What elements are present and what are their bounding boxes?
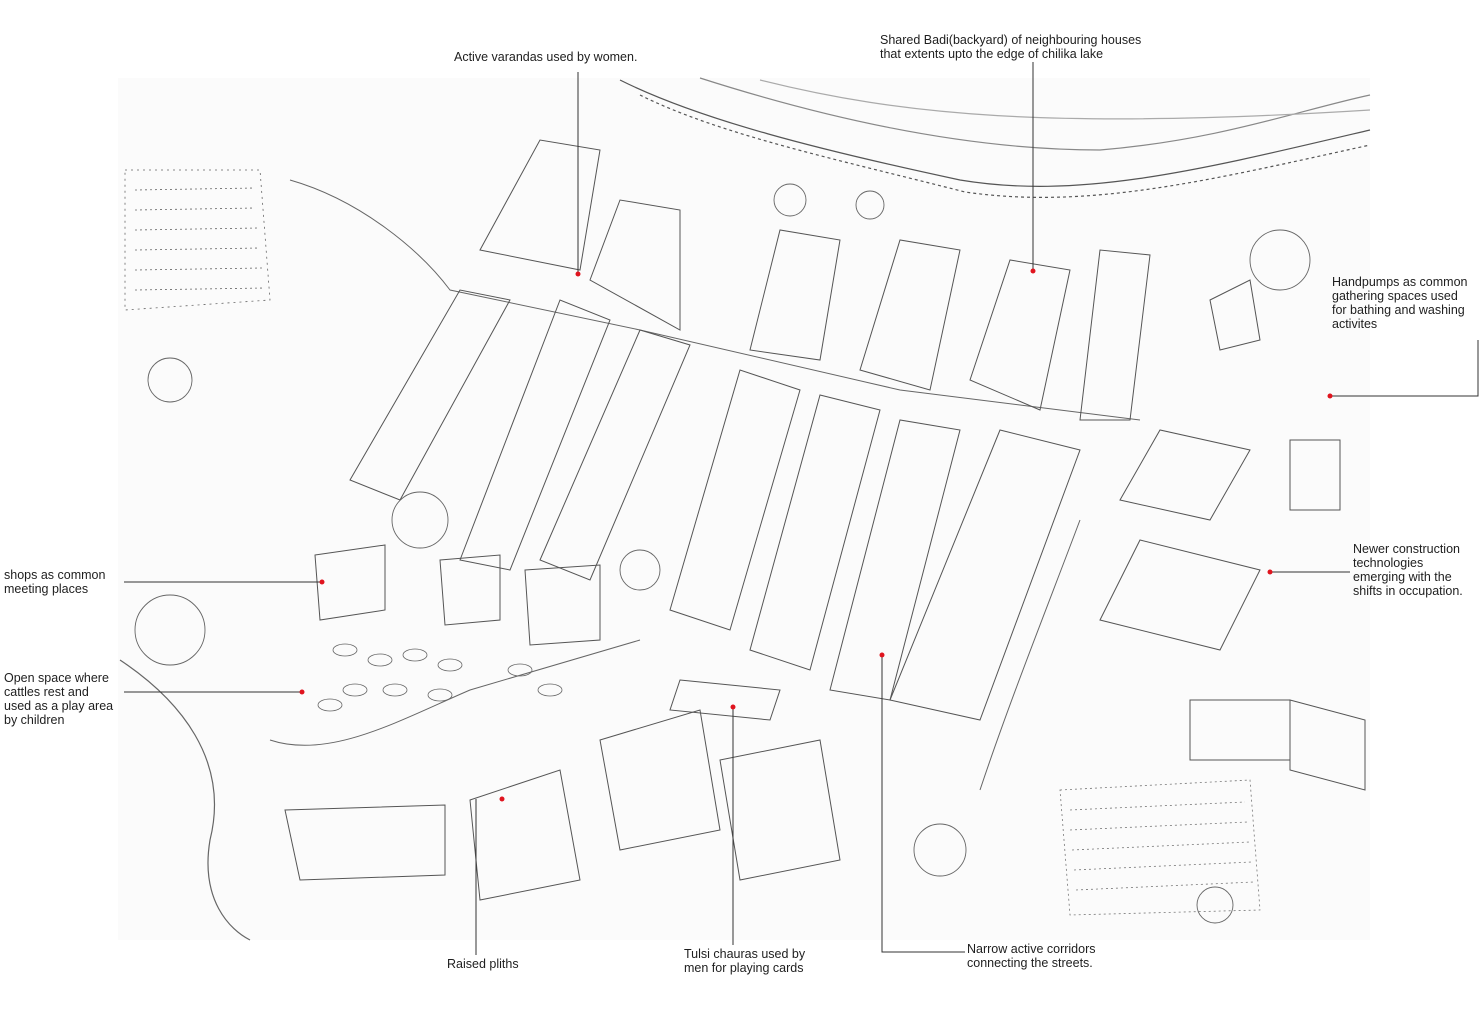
- left-fields: [119, 169, 271, 941]
- marker-handpumps: [1327, 393, 1333, 399]
- label-handpumps: Handpumps as common gathering spaces use…: [1332, 275, 1468, 331]
- marker-tulsi-chauras: [730, 704, 736, 710]
- trees: [134, 183, 1311, 924]
- label-raised-pliths: Raised pliths: [447, 957, 519, 971]
- right-houses: [1099, 279, 1366, 791]
- roads: [269, 179, 1141, 791]
- label-active-varandas: Active varandas used by women.: [454, 50, 638, 64]
- marker-active-varandas: [575, 271, 581, 277]
- marker-shared-badi: [1030, 268, 1036, 274]
- leader-handpumps: [1330, 340, 1479, 397]
- row-houses: [349, 139, 1151, 721]
- marker-narrow-corridors: [879, 652, 885, 658]
- cattle: [317, 643, 563, 712]
- paper-background: [118, 78, 1370, 940]
- label-newer-construction: Newer construction technologies emerging…: [1353, 542, 1463, 598]
- bottom-right-field: [1059, 779, 1261, 916]
- marker-open-space: [299, 689, 305, 695]
- lake-shore: [619, 77, 1371, 198]
- label-narrow-corridors: Narrow active corridors connecting the s…: [967, 942, 1096, 970]
- marker-newer-construction: [1267, 569, 1273, 575]
- label-shared-badi: Shared Badi(backyard) of neighbouring ho…: [880, 33, 1142, 61]
- label-open-space: Open space where cattles rest and used a…: [4, 671, 114, 727]
- marker-raised-pliths: [499, 796, 505, 802]
- label-tulsi-chauras: Tulsi chauras used by men for playing ca…: [684, 947, 806, 975]
- marker-shops: [319, 579, 325, 585]
- label-shops: shops as common meeting places: [4, 568, 106, 596]
- shops: [314, 544, 601, 646]
- marker-dots: [299, 268, 1333, 802]
- leader-narrow-corridors: [881, 655, 965, 953]
- leader-lines: [124, 62, 1479, 955]
